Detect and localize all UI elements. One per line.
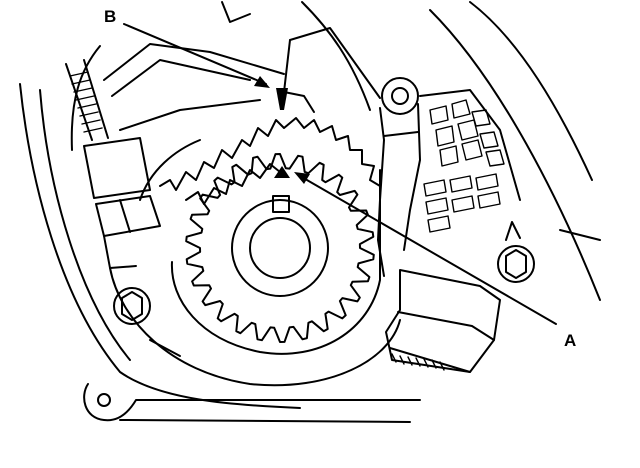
- tensioner-arm: [377, 77, 421, 277]
- crankshaft-sprocket: [185, 153, 375, 343]
- label-a: A: [564, 331, 576, 350]
- left-bolt: [113, 287, 151, 325]
- right-bolt: [497, 221, 535, 283]
- woodruff-key: [272, 195, 290, 213]
- lower-sensor-block: [385, 269, 501, 373]
- leader-arrow-a: [294, 172, 310, 184]
- leader-line-b: [123, 23, 267, 85]
- mounting-lug: [83, 383, 421, 423]
- leader-arrow-b: [254, 76, 270, 88]
- wiring-harness: [65, 59, 109, 141]
- timing-mark-sprocket: [274, 166, 290, 178]
- label-b: B: [104, 7, 116, 26]
- leader-line-a: [299, 175, 557, 325]
- pulley-housing: [109, 139, 401, 387]
- vent-panel: [419, 89, 521, 233]
- upper-cover: [103, 27, 381, 131]
- engine-block-outline: [19, 1, 601, 409]
- timing-mark-cover: [276, 88, 288, 110]
- camshaft-sprocket: [159, 117, 381, 205]
- sensor-connector: [83, 137, 161, 269]
